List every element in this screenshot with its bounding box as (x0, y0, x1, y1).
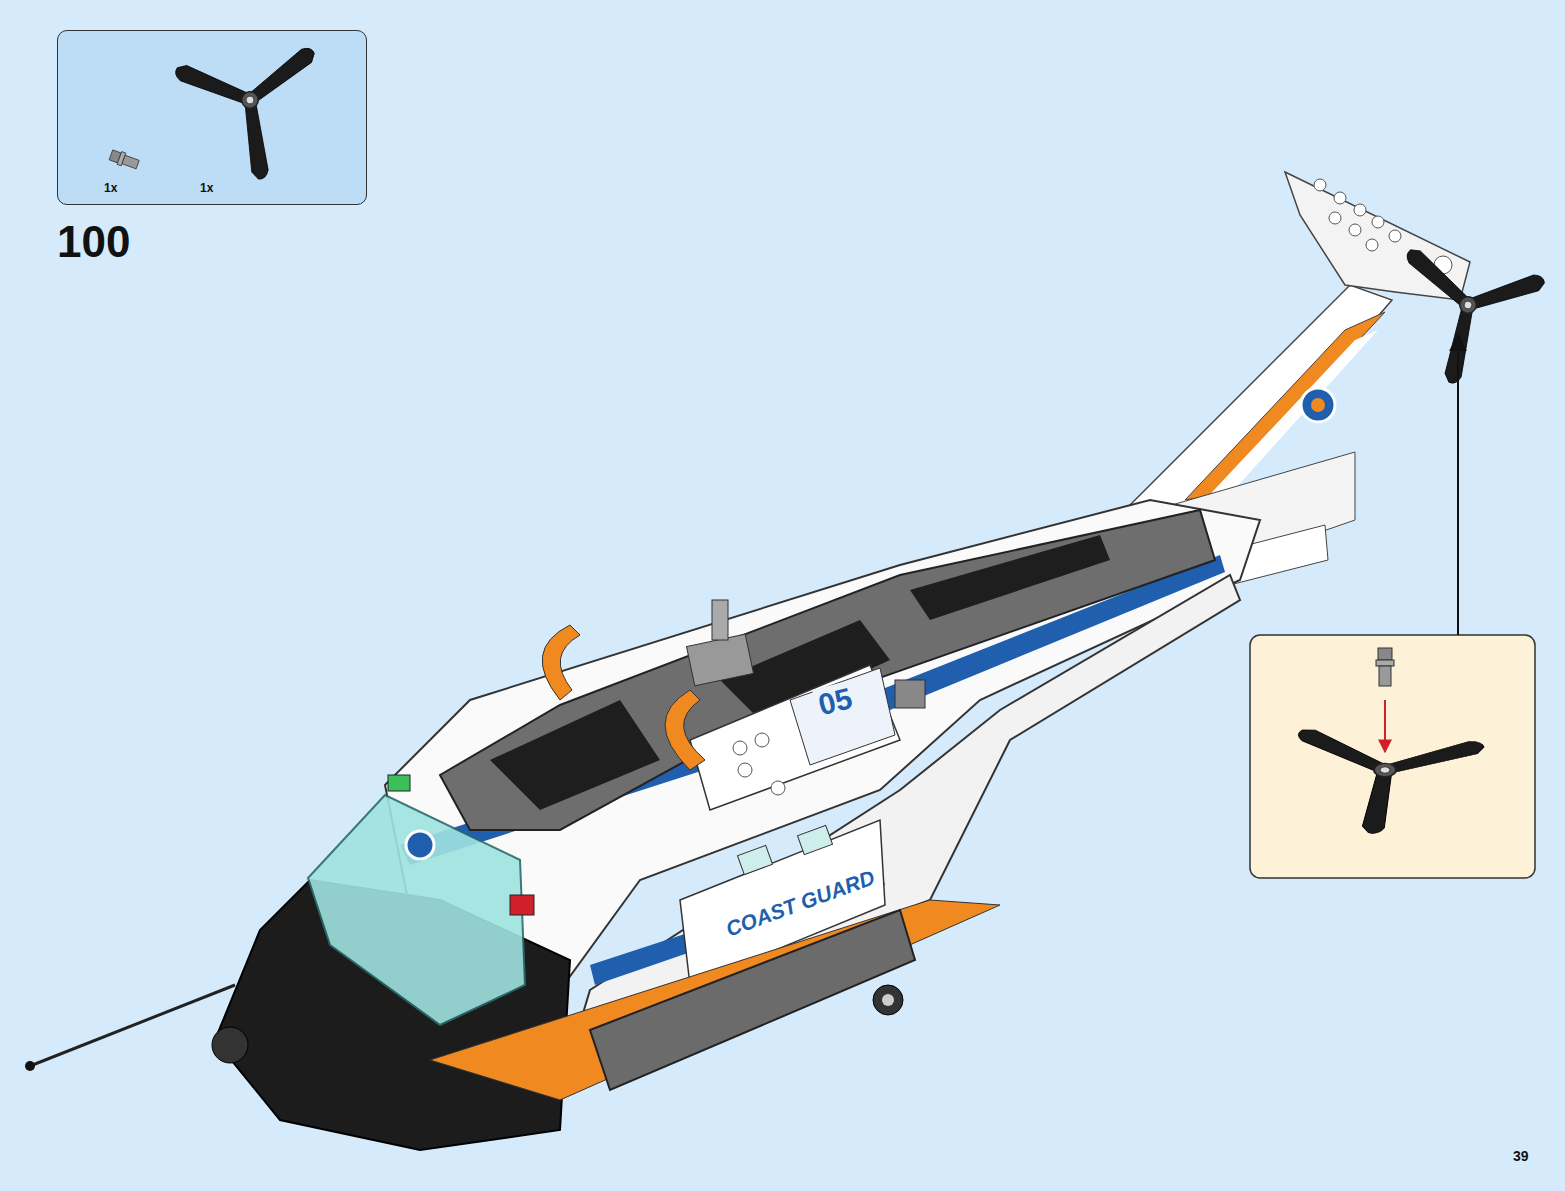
pin-part (109, 149, 140, 171)
page-number: 39 (1513, 1149, 1529, 1164)
propeller-part (171, 44, 328, 186)
part-count: 1x (104, 181, 117, 195)
part-count: 1x (200, 181, 213, 195)
parts-panel (57, 30, 367, 205)
step-number: 100 (57, 218, 130, 266)
parts-callout: 1x 1x (57, 30, 367, 205)
